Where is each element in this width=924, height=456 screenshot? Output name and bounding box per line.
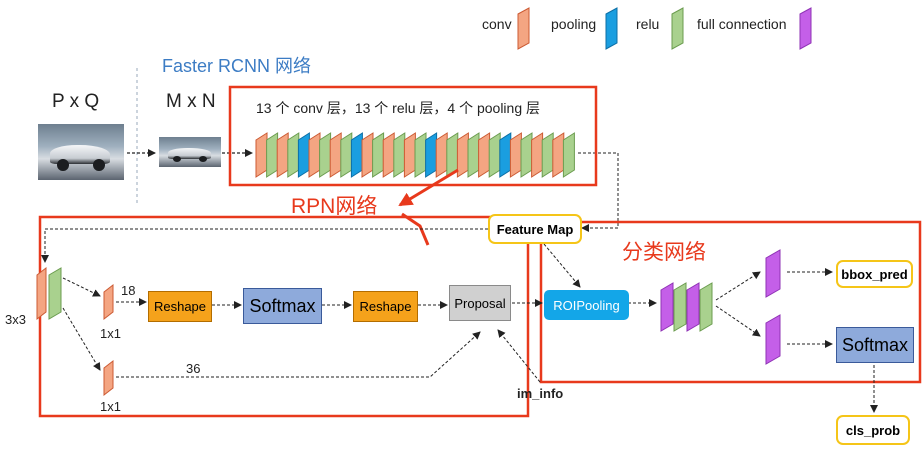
backbone-conv-layer [361,132,374,178]
rpn-conv1x1-bottom-label: 1x1 [100,399,121,414]
rpn-conv3x3-label: 3x3 [5,312,26,327]
legend-pooling-swatch [605,7,618,50]
cls-relu-2 [699,282,713,332]
input-size-label: P x Q [52,91,100,112]
rpn-conv1x1-top-label: 1x1 [100,326,121,341]
backbone-conv-layer [456,132,469,178]
arrow-feature-map-to-rpn [41,228,488,263]
roi-pooling-box: ROIPooling [544,290,629,320]
bbox-pred-box: bbox_pred [836,260,913,288]
cls-fc-bbox [765,249,781,298]
backbone-conv-layer [308,132,321,178]
rpn-channels-18: 18 [121,283,136,298]
backbone-pooling-layer [499,132,512,178]
backbone-conv-layer [329,132,342,178]
legend-conv-label: conv [482,16,512,32]
backbone-relu-layer [340,132,353,178]
backbone-caption: 13 个 conv 层，13 个 relu 层，4 个 pooling 层 [256,100,541,116]
backbone-conv-layer [435,132,448,178]
backbone-conv-layer [509,132,522,178]
rpn-title: RPN网络 [291,195,378,218]
backbone-layers [255,132,575,178]
classifier-softmax-box: Softmax [836,327,914,363]
legend-fc-swatch [799,7,812,50]
cls-fc-cls [765,314,781,365]
legend-conv-swatch [517,7,530,50]
arrow-fc-to-cls-branch [715,305,761,337]
backbone-relu-layer [562,132,575,178]
backbone-relu-layer [319,132,332,178]
input-car-image [38,124,124,180]
reshape-box-1: Reshape [148,291,212,322]
backbone-conv-layer [403,132,416,178]
rpn-pointer-arrow [398,168,459,207]
reshape-box-2: Reshape [353,291,418,322]
rpn-conv1x1-top [103,283,114,321]
backbone-highlight-box [228,85,598,187]
backbone-relu-layer [541,132,554,178]
rpn-channels-36: 36 [186,361,201,376]
backbone-conv-layer [531,132,544,178]
backbone-relu-layer [372,132,385,178]
backbone-pooling-layer [425,132,438,178]
arrow-fc-to-bbox-branch [715,271,761,301]
cls-fc-1 [660,282,674,332]
legend-relu-swatch [671,7,684,50]
legend-fc-label: full connection [697,16,787,32]
backbone-relu-layer [467,132,480,178]
legend-relu-label: relu [636,16,660,32]
resized-car-image [159,137,221,167]
proposal-box: Proposal [449,285,511,321]
rpn-conv1x1-bottom [103,359,114,397]
rpn-pointer-tail [401,212,430,246]
arrow-iminfo-to-proposal [497,329,541,383]
legend-pooling-label: pooling [551,16,597,32]
backbone-pooling-layer [350,132,363,178]
backbone-conv-layer [552,132,565,178]
classifier-title: 分类网络 [622,241,706,264]
rpn-softmax-box: Softmax [243,288,322,324]
backbone-relu-layer [488,132,501,178]
resized-size-label: M x N [166,91,216,112]
arrow-conv-to-top-branch [62,277,101,297]
arrow-feature-map-to-roi [543,243,581,288]
backbone-relu-layer [287,132,300,178]
backbone-relu-layer [414,132,427,178]
backbone-conv-layer [382,132,395,178]
backbone-relu-layer [520,132,533,178]
rpn-conv3x3-b [48,267,62,320]
cls-relu-1 [673,282,687,332]
arrow-bottom-branch-to-proposal [116,331,481,378]
feature-map-box: Feature Map [488,214,582,244]
cls-prob-box: cls_prob [836,415,910,445]
im-info-label: im_info [517,386,564,401]
cls-fc-2 [686,282,700,332]
backbone-conv-layer [255,132,268,178]
rpn-conv3x3-a [36,266,47,321]
diagram-title: Faster RCNN 网络 [162,56,312,76]
arrow-conv-to-bottom-branch [62,307,101,371]
backbone-conv-layer [478,132,491,178]
backbone-pooling-layer [297,132,310,178]
backbone-relu-layer [393,132,406,178]
backbone-conv-layer [276,132,289,178]
backbone-relu-layer [266,132,279,178]
arrow-backbone-to-feature-map [578,152,619,232]
